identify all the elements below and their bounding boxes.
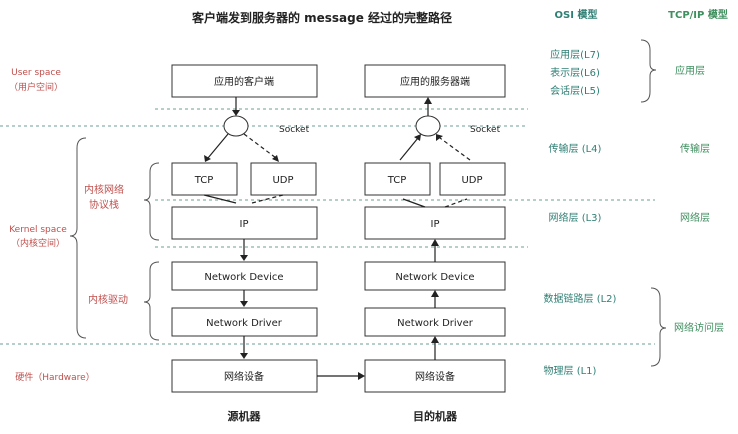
dest-ip-label: IP	[431, 219, 440, 230]
dest-udp-box	[439, 162, 506, 196]
source-device-box	[171, 261, 318, 291]
source-driver-label: Network Driver	[206, 318, 283, 329]
source-arrow-udp-ip	[251, 194, 284, 204]
tcpip-header: TCP/IP 模型	[668, 8, 728, 21]
kernel-driver-brace	[143, 261, 160, 341]
dest-app-label: 应用的服务器端	[400, 75, 470, 88]
osi-l4-label: 传输层 (L4)	[549, 142, 602, 155]
kernel-space-label: Kernel space	[9, 225, 67, 235]
dest-arrowhead-socket-app	[424, 97, 432, 104]
dest-driver-box	[364, 307, 506, 337]
tcpip-app-label: 应用层	[675, 64, 705, 77]
dest-socket-icon	[415, 115, 441, 137]
kernel-space-brace	[69, 137, 87, 339]
source-driver-box	[171, 307, 318, 337]
dest-arrow-ip-tcp	[402, 198, 426, 208]
osi-l6-label: 表示层(L6)	[550, 66, 600, 79]
dest-hw-box	[364, 359, 506, 393]
source-app-label: 应用的客户端	[214, 75, 274, 88]
source-tcp-label: TCP	[194, 175, 214, 186]
osi-app-brace	[640, 39, 657, 103]
source-device-label: Network Device	[204, 272, 283, 283]
dest-arrowhead-hw-driver	[431, 336, 439, 343]
dest-app-box	[364, 64, 506, 98]
source-app-box	[171, 64, 318, 98]
source-arrow-socket-udp	[243, 133, 277, 159]
source-udp-label: UDP	[272, 175, 293, 186]
osi-link-brace	[650, 287, 667, 367]
source-hw-label: 网络设备	[224, 370, 264, 383]
dest-arrowhead-device-ip	[431, 239, 439, 246]
dest-arrowhead-driver-device	[431, 290, 439, 297]
source-caption: 源机器	[228, 409, 262, 423]
osi-l2-label: 数据链路层 (L2)	[544, 292, 617, 305]
source-arrowhead-ip-device	[240, 255, 248, 261]
tcpip-link-label: 网络访问层	[674, 321, 724, 334]
tcpip-network-label: 网络层	[680, 211, 710, 224]
dest-caption: 目的机器	[413, 409, 458, 423]
source-arrowhead-app-socket	[232, 110, 240, 116]
dest-arrow-tcp-socket	[399, 137, 419, 161]
diagram-title: 客户端发到服务器的 message 经过的完整路径	[191, 10, 452, 25]
dest-socket-label: Socket	[470, 125, 501, 135]
source-ip-label: IP	[240, 219, 249, 230]
source-hw-box	[171, 359, 318, 393]
source-arrowhead-device-driver	[240, 301, 248, 307]
osi-l5-label: 会话层(L5)	[550, 84, 600, 97]
source-arrowhead-socket-tcp	[204, 155, 211, 162]
osi-header: OSI 模型	[555, 8, 598, 21]
source-arrow-tcp-ip	[203, 194, 237, 204]
source-udp-box	[250, 162, 317, 196]
kernel-space-cn-label: （内核空间）	[11, 237, 65, 249]
hw-to-hw-arrowhead	[358, 372, 365, 380]
kernel-stack-label-2: 协议栈	[89, 198, 119, 211]
source-socket-label: Socket	[279, 125, 310, 135]
dest-ip-box	[364, 206, 506, 240]
osi-l3-label: 网络层 (L3)	[549, 211, 602, 224]
source-arrow-socket-tcp	[207, 133, 229, 159]
tcpip-transport-label: 传输层	[680, 142, 710, 155]
osi-l1-label: 物理层 (L1)	[544, 364, 597, 377]
dest-arrowhead-udp-socket	[436, 134, 443, 141]
kernel-stack-label-1: 内核网络	[84, 183, 124, 196]
dest-arrow-ip-udp	[444, 198, 468, 208]
kernel-stack-brace	[143, 162, 160, 241]
dest-hw-label: 网络设备	[415, 370, 455, 383]
user-space-label: User space	[11, 68, 61, 78]
dest-arrowhead-tcp-socket	[414, 134, 421, 141]
dest-driver-label: Network Driver	[397, 318, 474, 329]
dest-device-label: Network Device	[395, 272, 474, 283]
user-space-cn-label: （用户空间）	[9, 81, 63, 93]
hardware-label: 硬件（Hardware）	[15, 371, 94, 383]
source-arrowhead-socket-udp	[272, 155, 279, 162]
dest-tcp-label: TCP	[387, 175, 407, 186]
dest-arrow-udp-socket	[439, 137, 471, 161]
source-ip-box	[171, 206, 318, 240]
osi-l7-label: 应用层(L7)	[550, 48, 600, 61]
dest-udp-label: UDP	[461, 175, 482, 186]
kernel-driver-label: 内核驱动	[88, 293, 128, 306]
dest-device-box	[364, 261, 506, 291]
source-arrowhead-driver-hw	[240, 353, 248, 359]
dest-tcp-box	[364, 162, 431, 196]
source-socket-icon	[223, 115, 249, 137]
